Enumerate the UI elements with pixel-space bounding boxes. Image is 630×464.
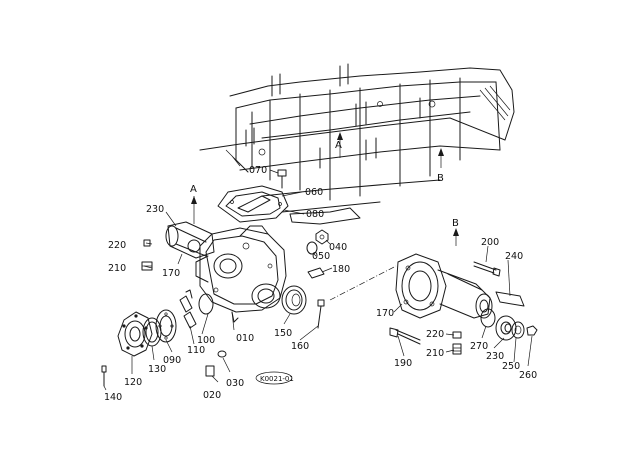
label-260: 260 — [519, 370, 537, 381]
label-130: 130 — [148, 364, 166, 375]
view-arrow-b-axle: B — [452, 218, 459, 246]
label-020: 020 — [203, 390, 221, 401]
label-070: 070 — [249, 165, 267, 176]
nut-260 — [526, 325, 538, 336]
label-210-left: 210 — [108, 263, 126, 274]
arrow-label: A — [335, 140, 342, 151]
label-110: 110 — [187, 345, 205, 356]
label-140: 140 — [104, 392, 122, 403]
label-190: 190 — [394, 358, 412, 369]
arrow-label: B — [452, 218, 459, 229]
label-030: 030 — [226, 378, 244, 389]
label-050: 050 — [312, 251, 330, 262]
clip-180 — [307, 267, 325, 279]
right-axle-assembly — [395, 253, 525, 319]
bolt-190 — [389, 327, 421, 345]
label-270: 270 — [470, 341, 488, 352]
leader-lines — [103, 169, 533, 391]
part-labels: 010 020 030 040 050 060 070 080 090 100 … — [104, 165, 537, 403]
o-ring-270 — [480, 308, 496, 328]
drain-plug — [205, 350, 227, 377]
seal-230-right — [495, 315, 517, 341]
label-200: 200 — [481, 237, 499, 248]
label-160: 160 — [291, 341, 309, 352]
bolt-160 — [317, 299, 325, 329]
arrow-label: B — [437, 173, 444, 184]
label-220-right: 220 — [426, 329, 444, 340]
label-100: 100 — [197, 335, 215, 346]
label-060: 060 — [305, 187, 323, 198]
label-210-right: 210 — [426, 348, 444, 359]
bolt-200 — [473, 261, 501, 277]
plug-right — [452, 331, 462, 355]
figure-code: K0021-01 — [255, 371, 294, 385]
label-150: 150 — [274, 328, 292, 339]
label-180: 180 — [332, 264, 350, 275]
view-arrow-a-frame: A — [335, 132, 343, 158]
hub-flange-120 — [117, 311, 153, 357]
bolt-070 — [277, 169, 287, 189]
view-arrow-b-frame: B — [437, 148, 444, 184]
label-170-right: 170 — [376, 308, 394, 319]
label-230-right: 230 — [486, 351, 504, 362]
label-090: 090 — [163, 355, 181, 366]
label-220-left: 220 — [108, 240, 126, 251]
ring-100 — [198, 293, 214, 315]
center-housing — [195, 225, 287, 323]
label-080: 080 — [306, 209, 324, 220]
label-230-left: 230 — [146, 204, 164, 215]
shims-110 — [179, 289, 197, 329]
label-010: 010 — [236, 333, 254, 344]
washer-050 — [306, 241, 318, 255]
plug-left — [141, 239, 153, 271]
cover-plate — [217, 185, 289, 223]
left-axle-tube — [165, 221, 215, 259]
nut-040 — [315, 229, 329, 245]
view-arrow-a-housing: A — [190, 184, 197, 224]
label-250: 250 — [502, 361, 520, 372]
arrow-label: A — [190, 184, 197, 195]
label-040: 040 — [329, 242, 347, 253]
label-240: 240 — [505, 251, 523, 262]
label-120: 120 — [124, 377, 142, 388]
tractor-frame — [199, 63, 515, 225]
bolt-140 — [101, 365, 107, 387]
seal-250 — [511, 321, 525, 339]
seal-150 — [281, 285, 307, 315]
figure-code-text: K0021-01 — [260, 375, 294, 383]
bearing-090 — [155, 309, 177, 343]
label-170-left: 170 — [162, 268, 180, 279]
